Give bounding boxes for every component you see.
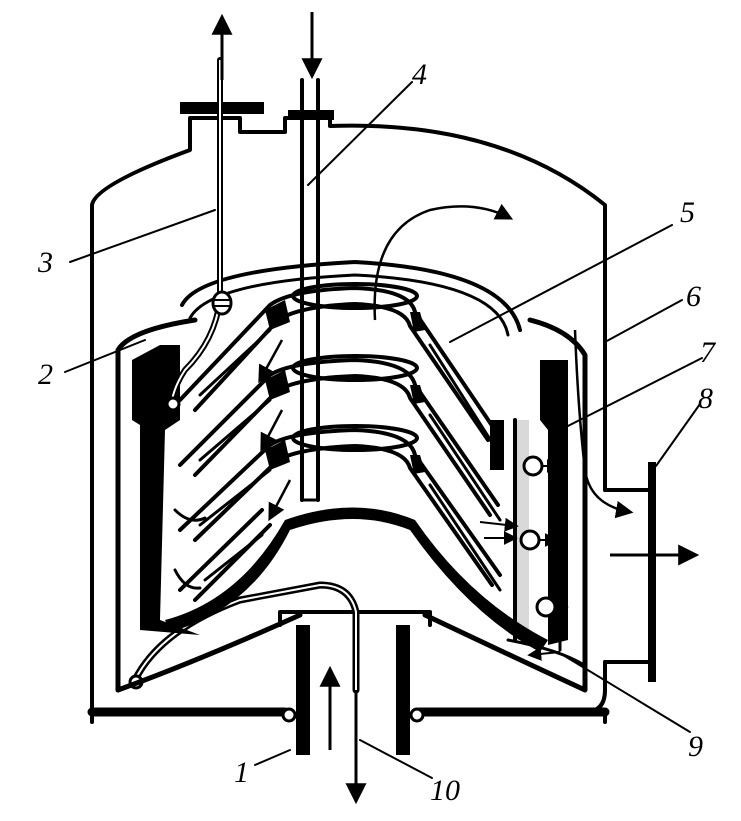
paring-pipe [165,13,233,412]
top-flange-right [288,110,334,120]
bottom-shaft [128,581,432,805]
label-1: 1 [234,756,249,789]
label-5: 5 [680,196,695,229]
outer-housing [87,102,654,724]
label-8: 8 [698,382,713,415]
label-6: 6 [686,280,701,313]
leader-lines [64,81,703,779]
label-4: 4 [412,58,427,91]
label-2: 2 [38,358,53,391]
label-7: 7 [700,336,717,369]
callout-labels: 1 2 3 4 5 6 7 8 9 10 [37,58,717,807]
disc-stack [173,282,502,602]
flow-arrows [373,203,634,519]
rotor-drum [115,260,588,693]
outlet-nozzle [603,462,700,682]
feed-pipe [300,12,323,502]
label-3: 3 [37,246,53,279]
label-9: 9 [688,730,703,763]
label-10: 10 [430,774,460,807]
